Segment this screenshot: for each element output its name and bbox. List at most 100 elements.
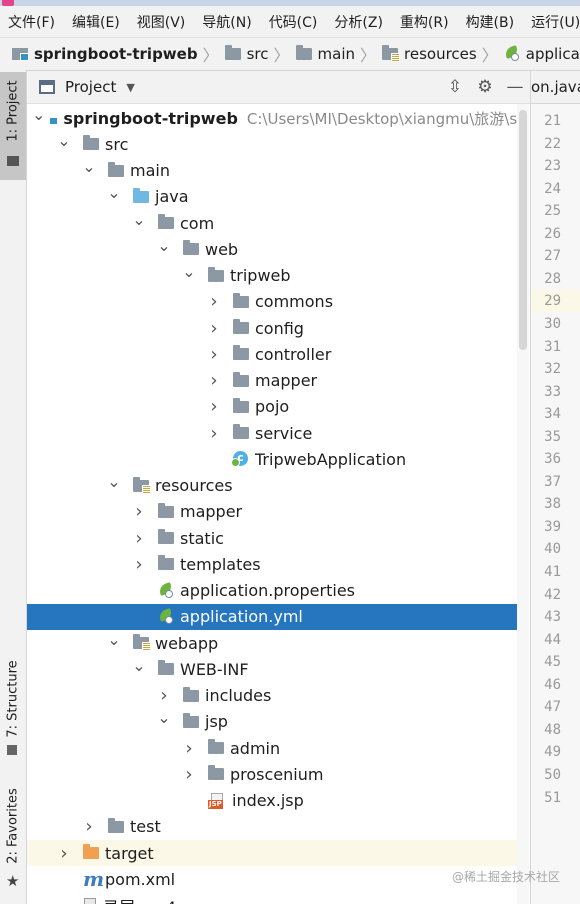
chevron-right-icon[interactable]: ›	[210, 317, 218, 339]
chevron-down-icon[interactable]: ⌄	[157, 708, 171, 728]
tree-row[interactable]: ⌄com	[27, 210, 517, 236]
menu-view[interactable]: 视图(V)	[136, 14, 186, 31]
menu-file[interactable]: 文件(F)	[8, 14, 55, 31]
menu-edit[interactable]: 编辑(E)	[71, 14, 120, 31]
tree-row-label: WEB-INF	[180, 659, 249, 679]
tree-row[interactable]: ⌄webapp	[27, 630, 517, 656]
tree-row[interactable]: ›controller	[27, 341, 517, 367]
menu-code[interactable]: 代码(C)	[268, 14, 318, 31]
folder-icon	[233, 371, 249, 387]
tree-row-label: includes	[205, 686, 272, 705]
source-folder-icon	[133, 187, 149, 203]
folder-icon	[233, 397, 249, 413]
menu-refactor[interactable]: 重构(R)	[399, 14, 449, 31]
tree-row[interactable]: ›pojo	[27, 394, 517, 420]
tree-row[interactable]: ›commons	[27, 289, 517, 315]
chevron-down-icon[interactable]: ⌄	[157, 235, 171, 255]
tab-favorites[interactable]: 2: Favorites ★	[5, 788, 21, 890]
folder-icon	[158, 660, 174, 676]
chevron-right-icon[interactable]: ›	[210, 343, 218, 365]
breadcrumb-item[interactable]: 〉 application.yml	[477, 42, 580, 66]
breadcrumb-item[interactable]: springboot-tripweb	[12, 45, 198, 63]
tree-row[interactable]: pom.xml	[27, 866, 517, 892]
tree-row[interactable]: ›proscenium	[27, 761, 517, 787]
tree-row[interactable]: ›target	[27, 840, 517, 866]
tree-row[interactable]: ›static	[27, 525, 517, 551]
jsp-file-icon	[208, 792, 226, 809]
tree-row[interactable]: ›mapper	[27, 499, 517, 525]
tree-row[interactable]: ⌄ WEB-INF	[27, 656, 517, 682]
folder-icon	[233, 319, 249, 334]
chevron-right-icon[interactable]: ›	[210, 370, 218, 391]
chevron-right-icon[interactable]: ›	[135, 527, 143, 549]
scrollbar-thumb[interactable]	[519, 110, 527, 350]
chevron-right-icon[interactable]: ›	[210, 422, 218, 444]
chevron-down-icon[interactable]: ▼	[126, 80, 135, 94]
tree-row[interactable]: ›admin	[27, 735, 517, 761]
chevron-down-icon[interactable]: ⌄	[182, 262, 196, 281]
chevron-down-icon[interactable]: ⌄	[32, 104, 46, 124]
tree-row[interactable]: ›templates	[27, 551, 517, 577]
tree-row[interactable]: › includes	[27, 683, 517, 709]
tree-row[interactable]: application.properties	[27, 578, 517, 604]
chevron-right-icon[interactable]: ›	[185, 737, 193, 759]
tab-project[interactable]: 1: Project	[0, 72, 26, 180]
tree-row[interactable]: ⌄tripweb	[27, 262, 517, 289]
tree-row[interactable]: ›config	[27, 315, 517, 341]
tree-row[interactable]: ›test	[27, 814, 517, 840]
chevron-right-icon[interactable]: ›	[85, 816, 93, 838]
chevron-down-icon[interactable]: ⌄	[107, 629, 121, 649]
folder-icon	[224, 45, 241, 60]
folder-icon	[158, 214, 174, 229]
tree-row[interactable]: ⌄src	[27, 131, 517, 157]
tree-row[interactable]: ⌄main	[27, 157, 517, 184]
menu-navigate[interactable]: 导航(N)	[202, 14, 252, 31]
chevron-down-icon[interactable]: ⌄	[132, 655, 146, 675]
gear-icon[interactable]: ⚙	[477, 77, 493, 97]
chevron-right-icon[interactable]: ›	[210, 291, 218, 313]
tree-row[interactable]: ⌄resources	[27, 472, 517, 499]
panel-title[interactable]: Project	[65, 78, 117, 96]
chevron-right-icon[interactable]: ›	[135, 553, 143, 575]
tree-row-label: TripwebApplication	[255, 449, 407, 469]
breadcrumb-item[interactable]: 〉 main	[269, 42, 355, 66]
chevron-right-icon[interactable]: ›	[210, 396, 218, 418]
chevron-right-icon[interactable]: ›	[135, 501, 143, 523]
chevron-down-icon[interactable]: ⌄	[107, 183, 121, 203]
menu-run[interactable]: 运行(U)	[531, 14, 580, 31]
editor-tab[interactable]: on.java	[531, 71, 580, 104]
chevron-down-icon[interactable]: ⌄	[82, 157, 96, 176]
chevron-down-icon[interactable]: ⌄	[132, 209, 146, 229]
tree-row-label: web	[205, 239, 239, 259]
breadcrumb-item[interactable]: 〉 resources	[355, 42, 477, 66]
chevron-right-icon[interactable]: ›	[60, 842, 68, 864]
breadcrumb-item[interactable]: 〉 src	[198, 42, 269, 66]
chevron-right-icon[interactable]: ›	[185, 763, 193, 785]
breadcrumb: springboot-tripweb 〉 src 〉 main 〉 resour…	[0, 38, 580, 71]
tree-row[interactable]: ⌄ web	[27, 236, 517, 262]
project-icon	[7, 156, 19, 166]
line-number: 42	[544, 586, 561, 603]
tree-row[interactable]: ›service	[27, 420, 517, 446]
chevron-right-icon[interactable]: ›	[160, 685, 168, 706]
tab-structure[interactable]: 7: Structure	[0, 655, 26, 765]
menu-analyze[interactable]: 分析(Z)	[334, 14, 383, 31]
tree-row[interactable]: 录屏.mp4	[27, 893, 517, 904]
resources-folder-icon	[133, 476, 151, 494]
tree-row[interactable]: index.jsp	[27, 788, 517, 814]
tree-row[interactable]: ›mapper	[27, 368, 517, 394]
tree-row[interactable]: ⌄java	[27, 183, 517, 210]
module-icon	[12, 48, 29, 61]
chevron-right-icon: 〉	[273, 46, 290, 65]
tree-row[interactable]: TripwebApplication	[27, 446, 517, 472]
menu-build[interactable]: 构建(B)	[465, 14, 515, 31]
tree-row[interactable]: ⌄jsp	[27, 708, 517, 735]
collapse-all-icon[interactable]: ⇳	[447, 77, 463, 97]
tree-scrollbar[interactable]	[517, 104, 529, 904]
chevron-down-icon[interactable]: ⌄	[57, 130, 71, 150]
chevron-down-icon[interactable]: ⌄	[107, 472, 121, 491]
minimize-icon[interactable]: —	[506, 77, 524, 97]
tree-row[interactable]: application.yml	[27, 603, 517, 630]
